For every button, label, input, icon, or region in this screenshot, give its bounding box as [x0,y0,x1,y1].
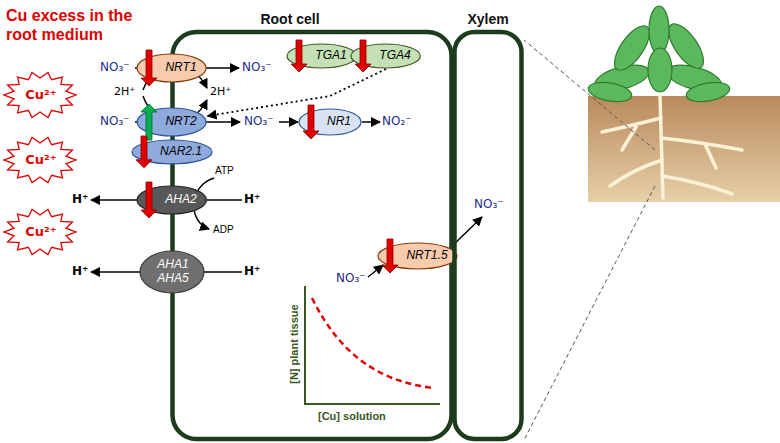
protein-name: TGA1 [315,49,346,63]
proton-pump: AHA2 [136,185,207,215]
ion-name: Cu²⁺ [25,88,56,103]
proton-label: 2H⁺ [114,86,135,98]
protein-name: AHA2 [165,193,196,207]
transporter: NRT1.5 [377,242,458,270]
text-holder: TGA1 [286,43,357,69]
text-holder: Cu²⁺ [4,72,76,118]
text-holder: AHA1 AHA5 [139,250,205,294]
text-holder: NAR2.1 [131,139,213,165]
decrease-arrow [136,136,152,168]
lateral-root [662,176,732,194]
decrease-arrow [291,40,307,72]
leaf [649,6,669,54]
enzyme: NR1 [298,108,362,136]
ion-label: NO₂⁻ [382,115,412,128]
graph-axes [305,286,440,404]
flux-arrow [279,121,298,123]
protein-name: NAR2.1 [160,145,202,159]
compartment-heading: Xylem [467,11,508,27]
ion-label: NO₃⁻ [474,198,504,211]
text-holder: TGA4 [350,43,421,69]
increase-arrow [141,104,157,140]
graph-curve [312,298,434,388]
tap-root [660,96,663,198]
proton-pump: AHA1 AHA5 [139,250,205,294]
energy-label: ATP [215,165,234,176]
protein-name: NRT1 [165,61,196,75]
lateral-root [705,144,716,168]
transporter-partner: NAR2.1 [131,139,213,165]
cell-wall [455,32,522,439]
lateral-root [661,138,742,150]
zoom-line [524,40,655,150]
protein-name: NR1 [327,115,351,129]
proton-label: H⁺ [72,265,88,278]
figure-title: Cu excess in the root medium [6,6,156,44]
text-holder: NR1 [298,108,362,136]
heading-holder: Root cell [240,10,340,28]
heading-holder: Xylem [452,10,524,28]
decrease-arrow [141,182,157,218]
lateral-root [622,127,636,150]
energy-label: ADP [213,224,234,235]
starburst [4,138,76,183]
axis-label: [Cu] solution [318,410,386,422]
leaf [685,79,731,104]
text-holder: NRT1 [136,53,207,83]
ion-label: NO₃⁻ [244,115,274,128]
root-cell: NRT1TGA1TGA4NRT2NAR2.1NR1AHA2NRT1.5AHA1 … [170,6,454,442]
leaf [648,48,672,92]
zoom-line [524,186,655,440]
protein-name: NRT2 [165,115,196,129]
flux-arrow [368,265,383,277]
text-holder: Cu²⁺ [4,137,76,183]
text-holder: NRT2 [136,107,207,137]
compartment-heading: Root cell [260,11,319,27]
ion-label: NO₃⁻ [100,115,130,128]
copper-ion-burst: Cu²⁺ [4,72,76,118]
decrease-arrow [141,50,157,86]
protein-name: TGA4 [379,49,410,63]
flux-arrow [362,121,380,123]
starburst [4,210,76,255]
ion-name: Cu²⁺ [25,225,56,240]
axis-label: [N] plant tissue [288,294,300,394]
protein-name: AHA1 AHA5 [153,258,193,286]
starburst [4,73,76,118]
protein-name: NRT1.5 [406,249,447,263]
decrease-arrow [355,40,371,72]
proton-label: 2H⁺ [210,86,231,98]
copper-ion-burst: Cu²⁺ [4,137,76,183]
decrease-arrow [303,105,319,139]
transcription-factor: TGA4 [350,43,421,69]
cell-outline [170,6,454,442]
proton-label: H⁺ [244,265,260,278]
ion-label: NO₃⁻ [336,272,366,285]
protein-ellipse [140,251,204,293]
copper-ion-burst: Cu²⁺ [4,209,76,255]
transporter: NRT2 [136,107,207,137]
text-holder: AHA2 [136,185,207,215]
ion-name: Cu²⁺ [25,153,56,168]
ion-label: NO₃⁻ [242,61,272,74]
proton-label: H⁺ [72,193,88,206]
leaf [587,79,633,104]
ion-label: NO₃⁻ [100,61,130,74]
text-holder: Cu²⁺ [4,209,76,255]
regulation-arrow [208,69,386,116]
decrease-arrow [382,239,398,273]
transporter: NRT1 [136,53,207,83]
soil [588,96,780,202]
transcription-factor: TGA1 [286,43,357,69]
cell-wall [173,32,452,439]
xylem-vessel: Xylem [452,6,524,442]
text-holder: NRT1.5 [377,242,458,270]
cell-outline [452,6,524,442]
lateral-root [610,160,662,186]
proton-label: H⁺ [244,193,260,206]
